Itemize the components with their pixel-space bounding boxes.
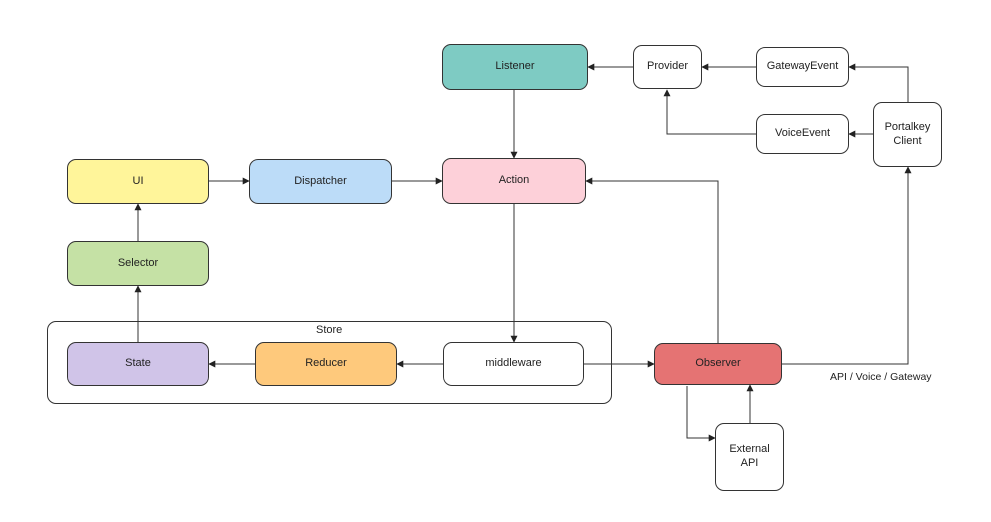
ui-node[interactable]: UI [67,159,209,204]
listener-node[interactable]: Listener [442,44,588,90]
store-container [47,321,612,404]
external-api-label: External API [729,443,770,469]
voice-event-node[interactable]: VoiceEvent [756,114,849,154]
dispatcher-node[interactable]: Dispatcher [249,159,392,204]
external-api-node[interactable]: External API [715,423,784,491]
voice-event-label: VoiceEvent [774,127,831,140]
state-node[interactable]: State [67,342,209,386]
middleware-node[interactable]: middleware [443,342,584,386]
portalkey-client-node[interactable]: Portalkey Client [873,102,942,167]
store-label: Store [316,324,343,336]
selector-label: Selector [117,256,159,269]
state-label: State [125,357,151,370]
selector-node[interactable]: Selector [67,241,209,286]
edge-observer-to-client [782,166,912,365]
edge-voiceevent-to-provider [663,89,756,135]
listener-label: Listener [495,60,535,73]
action-label: Action [498,174,530,187]
observer-label: Observer [695,357,741,370]
middleware-label: middleware [485,357,542,370]
gateway-event-node[interactable]: GatewayEvent [756,47,849,87]
ui-label: UI [132,174,144,187]
edge-client-to-gatewayevent [848,63,909,102]
edge-observer-to-action [585,177,719,343]
observer-node[interactable]: Observer [654,343,782,385]
provider-node[interactable]: Provider [633,45,702,89]
reducer-node[interactable]: Reducer [255,342,397,386]
edge-label-api-voice-gateway: API / Voice / Gateway [830,371,932,383]
portalkey-client-label: Portalkey Client [884,120,931,147]
reducer-label: Reducer [305,357,347,370]
provider-label: Provider [647,60,688,73]
edge-observer-to-externalapi [686,386,716,442]
action-node[interactable]: Action [442,158,586,204]
gateway-event-label: GatewayEvent [766,60,839,73]
dispatcher-label: Dispatcher [294,174,347,187]
